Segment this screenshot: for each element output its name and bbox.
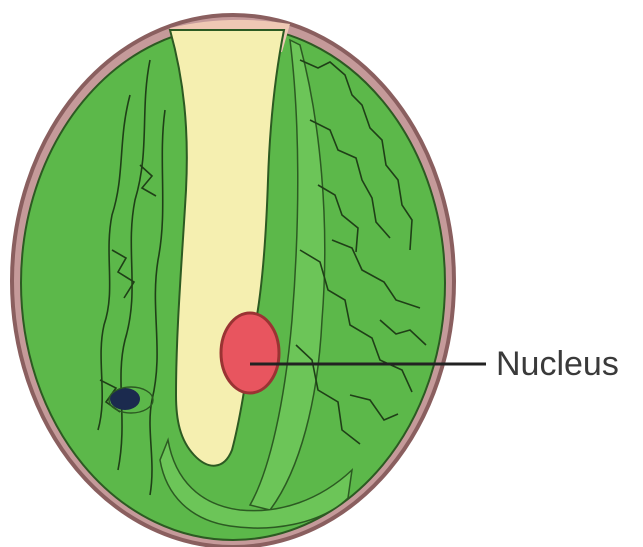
nucleus bbox=[221, 313, 279, 393]
nucleus-label: Nucleus bbox=[496, 345, 619, 383]
